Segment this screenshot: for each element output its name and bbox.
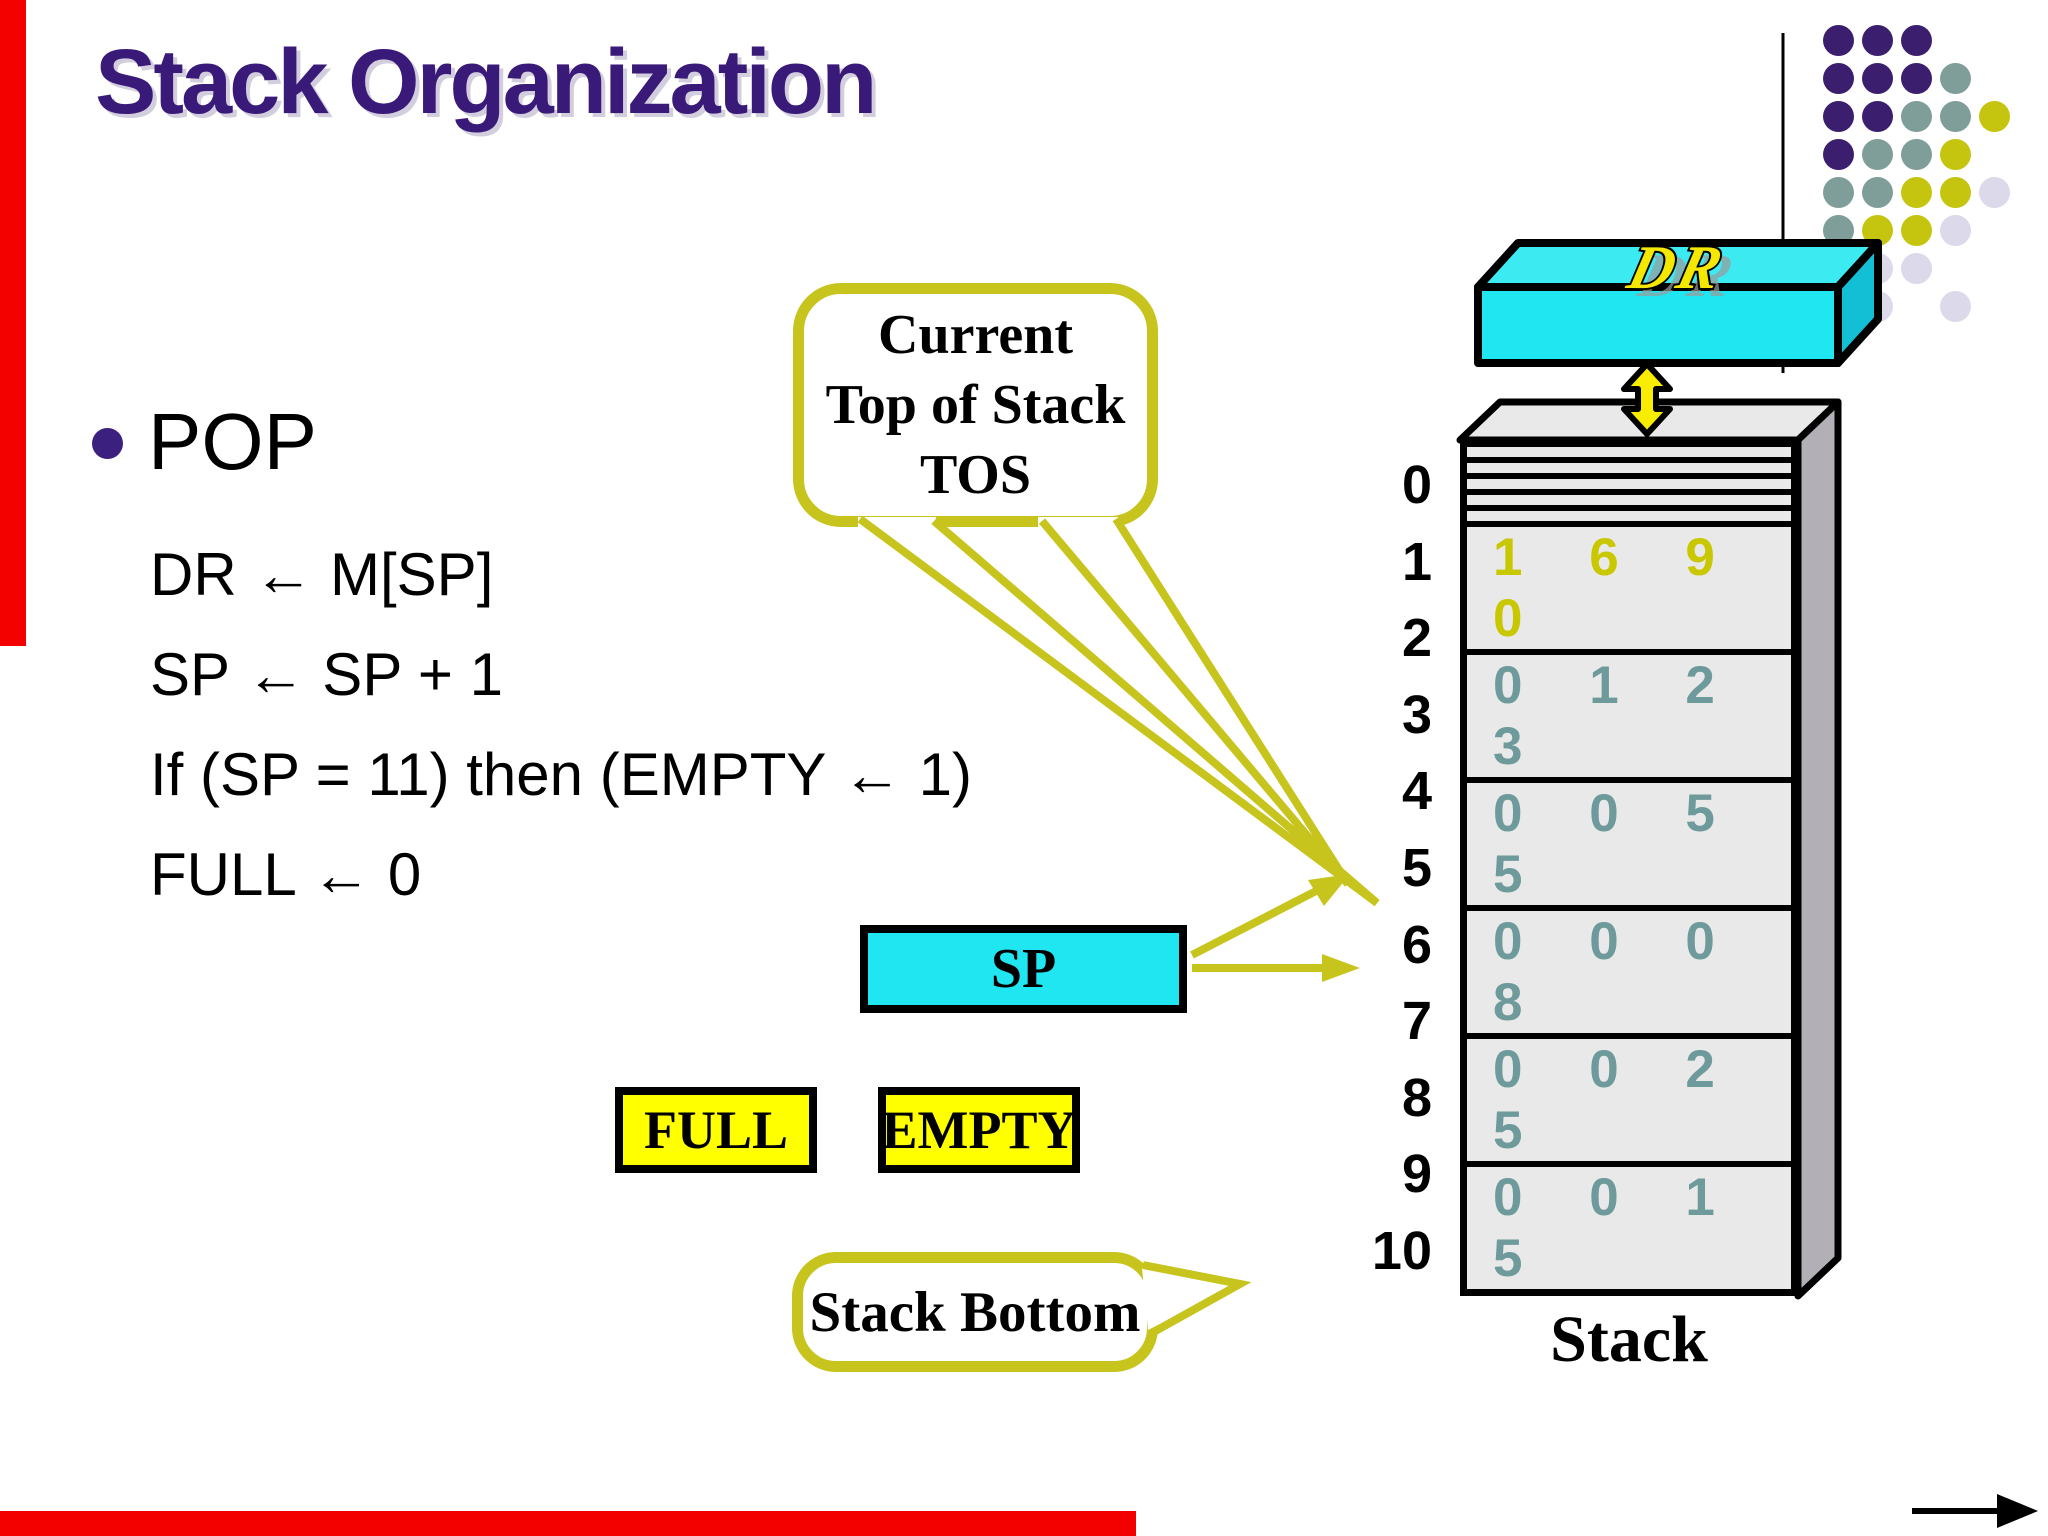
next-slide-arrow-icon[interactable] <box>1912 1494 2038 1528</box>
decor-dot <box>1940 177 1971 208</box>
stack-address-label: 9 <box>1401 1144 1432 1205</box>
dr-box-top-face <box>1474 239 1882 291</box>
stack-address-label: 3 <box>1401 684 1432 745</box>
bullet-point-icon <box>92 428 123 459</box>
stack-address-label: 4 <box>1401 761 1432 822</box>
decor-dot <box>1823 63 1854 94</box>
stack-row-value: 0 0 2 5 <box>1493 1040 1741 1160</box>
stack-side-face <box>1794 398 1842 1300</box>
decor-dot <box>1823 253 1854 284</box>
stack-address-labels: 0 1 2 3 4 5 6 7 8 9 10 <box>1270 447 1432 1289</box>
sp-register-box: SP <box>860 925 1187 1013</box>
tos-callout: Current Top of Stack TOS <box>793 283 1158 527</box>
stack-address-label: 2 <box>1401 608 1432 669</box>
sp-register-label: SP <box>990 938 1057 1000</box>
stack-address-label: 5 <box>1401 838 1432 898</box>
stack-row-9: 0 0 2 5 <box>1467 1039 1791 1167</box>
decor-dot <box>1901 63 1932 94</box>
stack-row-4 <box>1467 511 1791 527</box>
decor-dot <box>1862 101 1893 132</box>
code-line-sp: SP ← SP + 1 <box>150 641 503 708</box>
stack-row-value: 0 1 2 3 <box>1493 656 1741 776</box>
tos-callout-line: Top of Stack <box>825 374 1126 436</box>
decor-dot <box>1823 101 1854 132</box>
decor-dot <box>1940 139 1971 170</box>
stack-row-5: 1 6 9 0 <box>1467 527 1791 655</box>
decor-dot <box>1862 177 1893 208</box>
stack-row-7: 0 0 5 5 <box>1467 783 1791 911</box>
full-flag-box: FULL <box>615 1087 817 1173</box>
decor-dot <box>1901 101 1932 132</box>
decor-dot <box>1901 139 1932 170</box>
tos-callout-line: TOS <box>919 444 1032 506</box>
decor-dot <box>1823 25 1854 56</box>
stack-row-value: 0 0 1 5 <box>1493 1168 1741 1288</box>
decor-dot <box>1979 177 2010 208</box>
decor-dot <box>1940 215 1971 246</box>
stack-address-label: 6 <box>1401 914 1432 975</box>
stack-bottom-callout: Stack Bottom <box>792 1252 1158 1372</box>
dr-register-label: DR <box>1621 233 1733 302</box>
dr-stack-transfer-arrow-icon <box>1621 361 1673 437</box>
code-line-full: FULL ← 0 <box>150 841 422 908</box>
stack-row-8: 0 0 0 8 <box>1467 911 1791 1039</box>
dr-register-box: DR DR <box>1474 231 1882 367</box>
decor-dot <box>1901 215 1932 246</box>
decor-dot <box>1823 215 1854 246</box>
stack-address-label: 10 <box>1371 1220 1432 1281</box>
decor-dot <box>1862 63 1893 94</box>
decor-dot <box>1979 101 2010 132</box>
decor-dot <box>1862 291 1893 322</box>
code-line-dr: DR ← M[SP] <box>150 541 494 608</box>
red-left-edge-bar <box>0 0 26 646</box>
stack-address-label: 8 <box>1401 1067 1432 1128</box>
decor-dot <box>1940 291 1971 322</box>
stack-row-1 <box>1467 463 1791 479</box>
decor-dot <box>1862 25 1893 56</box>
stack-address-label: 7 <box>1401 991 1432 1052</box>
decor-dot <box>1823 139 1854 170</box>
dr-register-label-shadow: DR <box>1631 241 1743 310</box>
decor-dot <box>1940 101 1971 132</box>
decor-dot <box>1862 215 1893 246</box>
empty-flag-box: EMPTY <box>878 1087 1080 1173</box>
stack-row-2 <box>1467 479 1791 495</box>
stack-row-value: 1 6 9 0 <box>1493 528 1741 648</box>
decor-dot <box>1940 63 1971 94</box>
stack-address-label: 0 <box>1401 455 1432 516</box>
pop-heading: POP <box>148 397 317 486</box>
decor-dot <box>1901 177 1932 208</box>
stack-bottom-label: Stack Bottom <box>809 1280 1141 1344</box>
stack-row-value: 0 0 5 5 <box>1493 784 1741 904</box>
stack-caption: Stack <box>1550 1303 1708 1376</box>
stack-row-6: 0 1 2 3 <box>1467 655 1791 783</box>
code-line-if: If (SP = 11) then (EMPTY ← 1) <box>150 741 972 808</box>
dr-box-front-face <box>1474 283 1842 367</box>
stack-row-10: 0 0 1 5 <box>1467 1167 1791 1289</box>
tos-callout-line: Current <box>878 304 1073 366</box>
decor-dot <box>1862 139 1893 170</box>
full-flag-label: FULL <box>643 1100 789 1160</box>
stack-address-label: 1 <box>1401 531 1432 592</box>
decor-dot <box>1862 253 1893 284</box>
stack-row-value: 0 0 0 8 <box>1493 912 1741 1032</box>
page-title: Stack Organization <box>95 31 877 133</box>
stack-top-face <box>1456 398 1842 444</box>
decor-dot <box>1901 25 1932 56</box>
stack-row-0 <box>1467 447 1791 463</box>
red-bottom-progress-bar <box>0 1511 1136 1536</box>
stack-row-3 <box>1467 495 1791 511</box>
decor-dot <box>1823 177 1854 208</box>
empty-flag-label: EMPTY <box>881 1100 1077 1160</box>
decor-dot <box>1901 253 1932 284</box>
